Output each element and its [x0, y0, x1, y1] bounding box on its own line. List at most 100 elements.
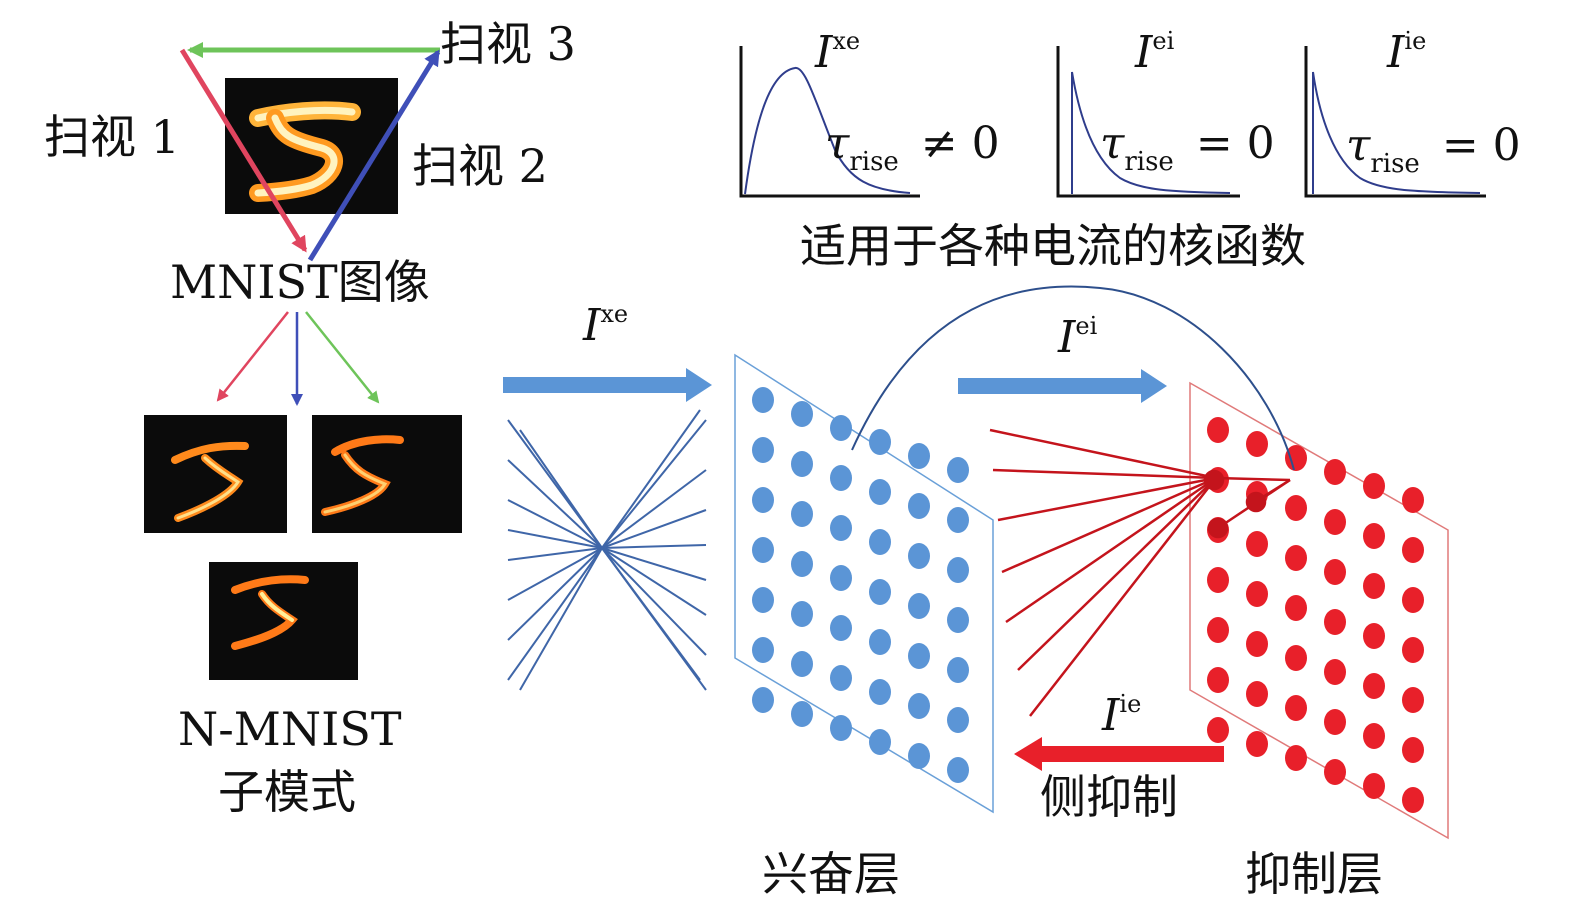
lateral-inhibition-line — [997, 476, 1217, 522]
input-fan-line — [601, 547, 707, 581]
nmnist-subtitle: 子模式 — [218, 765, 356, 819]
inhibitory-neuron — [1402, 487, 1424, 513]
excitatory-neuron — [752, 487, 774, 513]
scan-3-label: 扫视 3 — [440, 17, 576, 71]
excitatory-neuron — [752, 637, 774, 663]
excitatory-neuron — [869, 479, 891, 505]
inhibitory-neuron — [1246, 581, 1268, 607]
excitatory-neuron — [869, 629, 891, 655]
kernel-plot-ei: Iei τrise= 0 — [1056, 27, 1275, 198]
excitatory-neuron — [908, 643, 930, 669]
inhibitory-neuron — [1285, 545, 1307, 571]
inhibitory-neuron — [1324, 659, 1346, 685]
input-fan-line — [507, 459, 603, 549]
excitatory-neuron — [947, 457, 969, 483]
inhibitory-neuron — [1285, 745, 1307, 771]
lateral-inhibition-node — [1245, 491, 1267, 513]
kernel-axes — [1056, 46, 1240, 198]
input-fan-line — [601, 509, 707, 549]
lateral-inhibition-line — [992, 468, 1217, 480]
inhibitory-neuron — [1363, 723, 1385, 749]
kernel-axes — [1304, 46, 1486, 198]
inhibitory-neuron — [1363, 623, 1385, 649]
input-fan-line — [507, 547, 603, 641]
kernel-plot-xe: Ixe τrise≠ 0 — [739, 27, 1000, 198]
input-current-label: Ixe — [582, 300, 628, 351]
inhibitory-neurons — [1207, 417, 1424, 813]
excitatory-neuron — [947, 657, 969, 683]
nmnist-panel: N-MNIST 子模式 — [144, 311, 462, 819]
input-fan-line — [507, 547, 603, 601]
kernel-axes — [739, 46, 920, 198]
excitatory-neuron — [791, 401, 813, 427]
kernel-plot-ie: Iie τrise= 0 — [1304, 27, 1521, 198]
excitatory-neuron — [869, 679, 891, 705]
input-fan-line — [519, 547, 603, 691]
excitatory-neuron — [830, 715, 852, 741]
lateral-inhibition-line — [1029, 477, 1217, 717]
split-arrow-red — [216, 311, 289, 402]
excitatory-neuron — [791, 601, 813, 627]
excitatory-neuron — [947, 507, 969, 533]
excitatory-neuron — [908, 443, 930, 469]
input-current-arrow — [503, 368, 712, 402]
excitatory-neuron — [791, 501, 813, 527]
inhibitory-neuron — [1207, 617, 1229, 643]
excitatory-neuron — [908, 593, 930, 619]
ei-current-arrow — [958, 369, 1167, 403]
excitatory-neuron — [791, 451, 813, 477]
excitatory-neuron — [791, 651, 813, 677]
inhibitory-neuron — [1324, 459, 1346, 485]
lateral-inhibition-line — [989, 428, 1217, 480]
excitatory-neuron — [947, 557, 969, 583]
inhibitory-neuron — [1363, 523, 1385, 549]
inhibitory-neuron — [1402, 637, 1424, 663]
split-arrow-green — [305, 311, 380, 404]
ei-arc — [851, 285, 1295, 471]
excitatory-neuron — [947, 707, 969, 733]
inhibitory-neuron — [1285, 495, 1307, 521]
inhibitory-neuron — [1246, 681, 1268, 707]
excitatory-neuron — [830, 665, 852, 691]
mnist-digit-glyph — [249, 101, 361, 202]
lateral-inhibition-line — [1001, 476, 1217, 574]
lateral-inhibition: Iie 侧抑制 — [989, 428, 1291, 824]
inhibitory-neuron — [1324, 509, 1346, 535]
inhibitory-neuron — [1402, 787, 1424, 813]
inhibitory-neuron — [1285, 695, 1307, 721]
excitatory-neuron — [947, 607, 969, 633]
inhibitory-neuron — [1207, 567, 1229, 593]
mnist-title: MNIST图像 — [170, 255, 430, 309]
input-fan-line — [507, 547, 603, 561]
lateral-inhibition-lines — [989, 428, 1291, 717]
excitatory-neuron — [947, 757, 969, 783]
inhibitory-neuron — [1363, 473, 1385, 499]
inhibitory-layer: 抑制层 — [1189, 381, 1449, 901]
excitatory-neuron — [752, 437, 774, 463]
inhibitory-neuron — [1402, 737, 1424, 763]
input-fan-line — [507, 529, 603, 549]
inhibitory-neuron — [1324, 709, 1346, 735]
nmnist-image-2 — [312, 415, 462, 533]
inhibitory-neuron — [1207, 417, 1229, 443]
excitatory-neuron — [869, 579, 891, 605]
inhibitory-neuron — [1402, 687, 1424, 713]
lateral-inhibition-node — [1203, 469, 1225, 491]
inhibitory-neuron — [1246, 531, 1268, 557]
scan-2-label: 扫视 2 — [412, 139, 548, 193]
excitatory-neuron — [908, 543, 930, 569]
ei-connection: Iei — [851, 285, 1295, 471]
inhibitory-neuron — [1285, 645, 1307, 671]
inhibitory-neuron — [1207, 717, 1229, 743]
kernel-curve-ei — [1071, 71, 1231, 194]
input-fan-line — [601, 547, 707, 616]
inhibitory-neuron — [1246, 731, 1268, 757]
kernel-curve-xe — [744, 67, 911, 195]
kernel-caption: 适用于各种电流的核函数 — [800, 219, 1306, 273]
excitatory-neuron — [752, 687, 774, 713]
nmnist-image-1 — [144, 415, 287, 533]
inhibitory-neuron — [1324, 759, 1346, 785]
inhibitory-label: 抑制层 — [1245, 847, 1383, 901]
excitatory-neuron — [908, 693, 930, 719]
